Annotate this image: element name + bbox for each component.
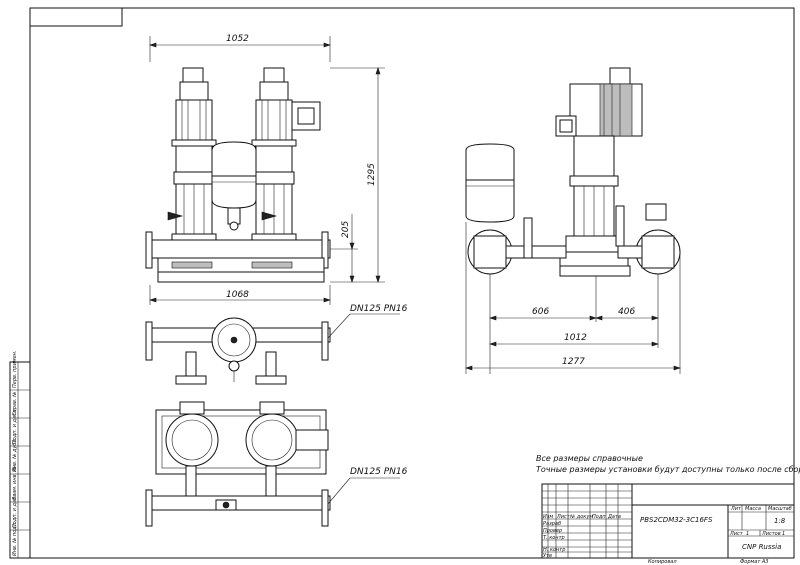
dim-side-right: 406 <box>618 307 635 317</box>
side-stamp-0: Инв. № подл. <box>12 522 18 557</box>
side-stamp-2: Взам. инв. № <box>12 466 18 500</box>
tb-scale-value: 1:8 <box>774 517 786 525</box>
note-line-2: Точные размеры установки будут доступны … <box>536 465 800 474</box>
tb-row-list: Лист <box>556 514 571 520</box>
tb-row-izm: Изм <box>543 514 553 520</box>
dim-width-base: 1068 <box>226 290 249 300</box>
tb-row-nkontr: Н. контр <box>543 547 565 553</box>
side-stamp-4: Подп. и дата <box>12 410 18 444</box>
tb-row-razrab: Разраб <box>543 521 561 527</box>
tb-designation: PBS2CDM32-3C16FS <box>640 516 713 524</box>
tb-scale-header: Масштаб <box>768 506 792 512</box>
side-stamp-6: Перв. примен. <box>12 350 18 388</box>
side-stamp-1: Подп. и дата <box>12 494 18 528</box>
tb-lit-header: Лит <box>730 506 742 512</box>
tb-row-utv: Утв <box>543 553 552 559</box>
dim-side-total: 1277 <box>562 357 585 367</box>
top-view: DN125 PN16 DN125 PN16 <box>145 304 408 527</box>
side-view: 606 406 1012 1277 <box>465 67 681 374</box>
tb-sheet-label: Лист <box>729 531 744 537</box>
tb-sheet-value: 1 <box>746 531 749 537</box>
pump-2 <box>251 67 321 249</box>
tb-row-prover: Провер <box>543 528 562 534</box>
tb-mass-header: Масса <box>745 506 761 512</box>
side-stamp: Инв. № подл. Подп. и дата Взам. инв. № И… <box>9 350 31 559</box>
expansion-tank-front <box>211 141 257 231</box>
tb-row-data: Дата <box>607 514 621 520</box>
tb-row-doc: № докум <box>569 514 593 520</box>
pump-1 <box>171 67 217 249</box>
dim-side-left: 606 <box>532 307 549 317</box>
tb-sheets-value: 1 <box>782 531 785 537</box>
dim-height-total: 1295 <box>367 163 377 186</box>
tb-format: Формат A3 <box>740 559 768 565</box>
tb-copied: Копировал <box>648 559 677 565</box>
dim-width-top: 1052 <box>226 34 249 44</box>
tb-sheets-label: Листов <box>761 531 781 537</box>
side-stamp-5: Справ. № <box>12 392 18 416</box>
dim-height-pipe: 205 <box>341 221 351 238</box>
label-dn-bottom: DN125 PN16 <box>350 467 408 477</box>
dim-side-mid: 1012 <box>564 333 587 343</box>
tb-row-podp: Подп <box>592 514 606 520</box>
front-manifold <box>149 239 331 259</box>
tb-row-tkontr: Т. контр <box>543 535 565 541</box>
top-left-stamp-box <box>29 7 123 27</box>
front-view: 1052 <box>145 34 385 305</box>
note-line-1: Все размеры справочные <box>536 454 643 463</box>
tb-company: CNP Russia <box>742 543 781 551</box>
title-block: Изм Лист № докум Подп Дата Разраб Провер… <box>541 483 795 565</box>
drawing-frame <box>29 7 795 559</box>
label-dn-top: DN125 PN16 <box>350 304 408 314</box>
side-stamp-3: Инв. № дубл. <box>12 438 18 472</box>
